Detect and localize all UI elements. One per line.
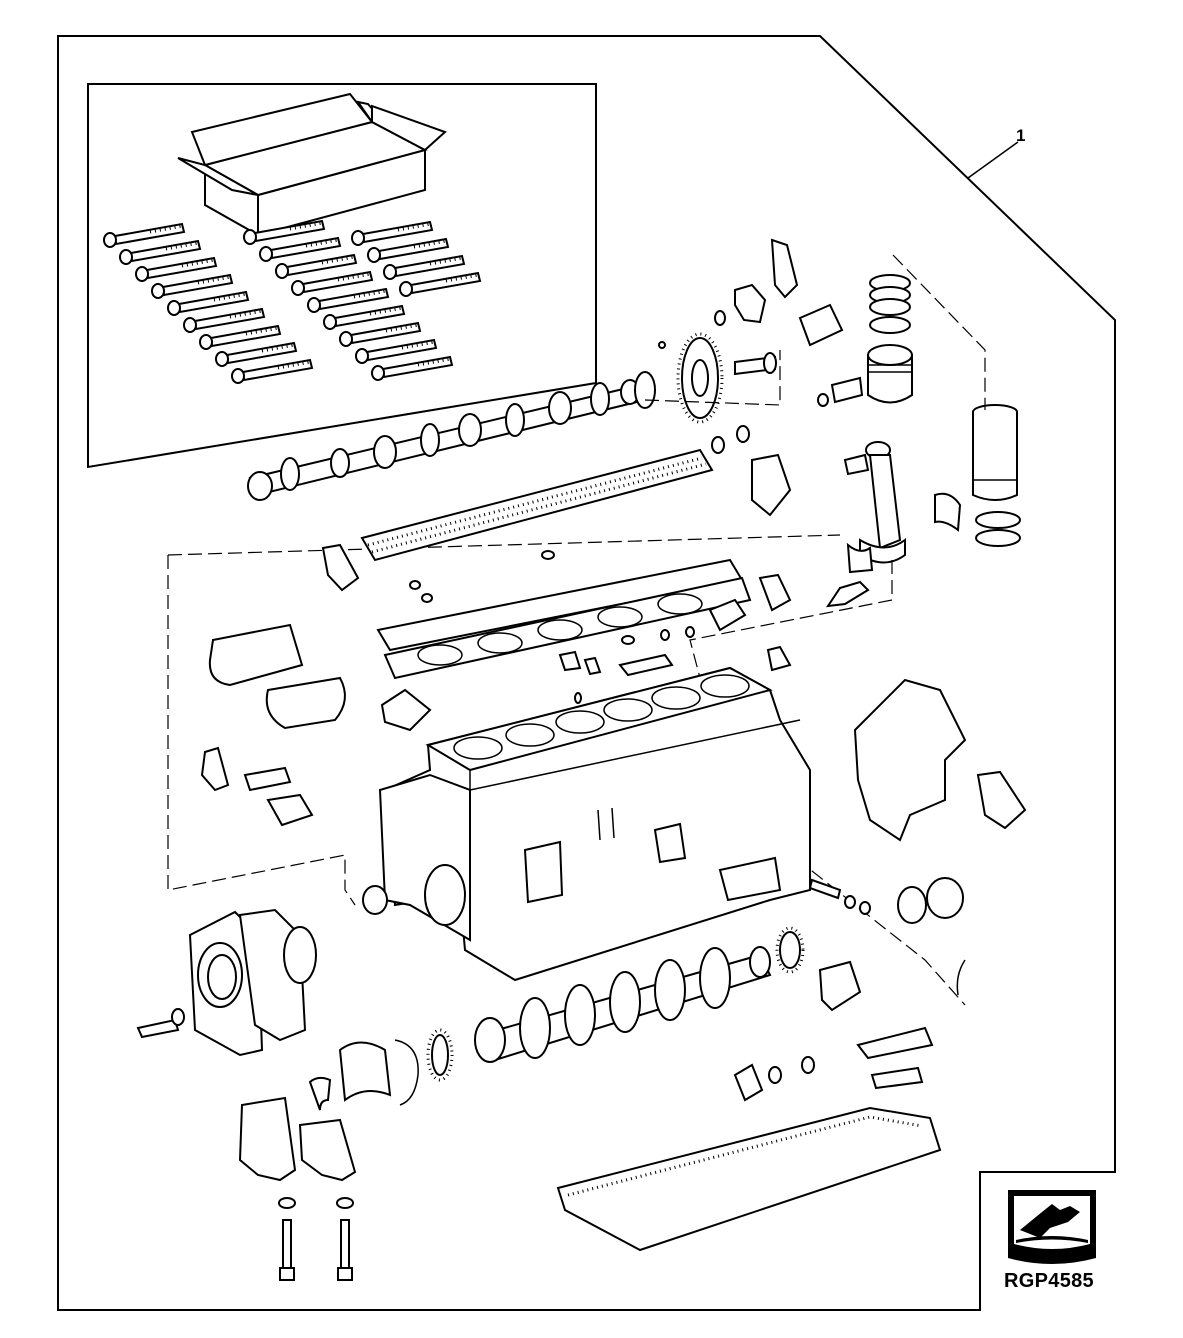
- oil-pan-gasket: [556, 1106, 942, 1252]
- head-bolt: [355, 338, 438, 364]
- cap-bolts: [278, 1197, 354, 1281]
- assembly-line: [689, 560, 893, 679]
- head-bolt: [243, 219, 326, 245]
- oval-gasket: [618, 653, 674, 677]
- connecting-rod-icon: [825, 441, 906, 608]
- oil-cooler-gasket: [708, 598, 747, 632]
- head-bolt: [275, 253, 358, 279]
- main-bearing-shell: [338, 1041, 392, 1102]
- head-bolt: [199, 324, 282, 350]
- gasket: [751, 453, 792, 517]
- main-bearing-shell: [308, 1076, 332, 1111]
- seal-ring: [801, 1056, 815, 1074]
- gasket: [798, 303, 844, 347]
- flange-gasket: [870, 1066, 924, 1090]
- seal-ring: [736, 425, 750, 443]
- front-seal-housing-icon: [136, 908, 317, 1057]
- head-bolt: [183, 307, 266, 333]
- john-deere-logo-icon: [1008, 1190, 1096, 1264]
- rear-seal: [926, 877, 964, 919]
- kit-inset-frame: [87, 83, 597, 469]
- crankshaft-icon: [426, 946, 772, 1082]
- flange-gasket: [243, 766, 292, 792]
- piston-icon: [830, 344, 913, 404]
- head-bolt: [119, 239, 202, 265]
- flange-gasket: [200, 746, 230, 792]
- head-bolt: [371, 355, 454, 381]
- thrust-washer: [394, 1039, 419, 1106]
- cylinder-liner-icon: [972, 404, 1021, 547]
- assembly-line: [167, 534, 841, 556]
- head-bolt: [135, 256, 218, 282]
- assembly-line: [167, 555, 356, 906]
- gasket: [734, 283, 767, 324]
- head-bolt: [103, 222, 186, 248]
- seal-ring: [714, 310, 726, 326]
- flange-gasket: [733, 1063, 764, 1102]
- head-bolt: [339, 321, 422, 347]
- cam-gear-icon: [634, 332, 777, 424]
- piston-rings-icon: [869, 274, 911, 334]
- bolt: [808, 878, 842, 900]
- timing-cover-gasket: [265, 676, 346, 730]
- flange-gasket: [380, 688, 432, 732]
- washer: [844, 895, 856, 909]
- head-bolt: [307, 287, 390, 313]
- head-bolt: [399, 271, 482, 297]
- seal-ring: [817, 393, 829, 407]
- thermostat-gasket: [321, 543, 360, 592]
- gasket: [770, 238, 799, 299]
- head-bolt: [167, 290, 250, 316]
- assembly-line: [892, 254, 986, 410]
- callout-leader: [967, 141, 1019, 179]
- box-icon: [177, 92, 447, 237]
- cylinder-bores: [453, 674, 750, 760]
- callout-number: 1: [1016, 126, 1026, 145]
- head-bolt: [151, 273, 234, 299]
- fittings: [409, 341, 695, 704]
- head-bolt: [383, 254, 466, 280]
- head-bolts-group: [103, 219, 482, 384]
- head-bolt: [323, 304, 406, 330]
- main-bearing-caps: [238, 1096, 357, 1182]
- oil-cooler-gasket: [758, 573, 792, 612]
- head-bolt: [351, 220, 434, 246]
- seal-ring: [711, 436, 725, 454]
- engine-block-icon: [378, 666, 811, 982]
- rear-cover-gasket: [853, 678, 967, 842]
- camshaft-icon: [247, 379, 647, 501]
- bearing-shell: [934, 492, 962, 532]
- head-gasket-bores: [417, 593, 703, 666]
- flange-gasket: [818, 960, 862, 1012]
- head-bolt: [291, 270, 374, 296]
- head-bolt: [215, 341, 298, 367]
- rear-seal: [362, 885, 388, 915]
- washer: [859, 901, 871, 915]
- tube: [956, 959, 966, 996]
- seal-ring: [768, 1066, 782, 1084]
- head-bolt: [231, 358, 314, 384]
- rear-seal: [897, 886, 927, 924]
- flange-gasket: [976, 770, 1027, 830]
- head-bolt: [259, 236, 342, 262]
- outer-frame: [57, 35, 1116, 1311]
- crank-gear: [779, 931, 801, 969]
- head-bolt: [367, 237, 450, 263]
- figure-id: RGP4585: [1004, 1270, 1094, 1292]
- flange-gasket: [266, 793, 314, 827]
- flange-gasket: [856, 1026, 934, 1060]
- crank-gear: [775, 926, 805, 974]
- assembly-line: [644, 350, 781, 406]
- timing-cover-gasket: [208, 623, 304, 687]
- flange-gasket: [766, 645, 792, 672]
